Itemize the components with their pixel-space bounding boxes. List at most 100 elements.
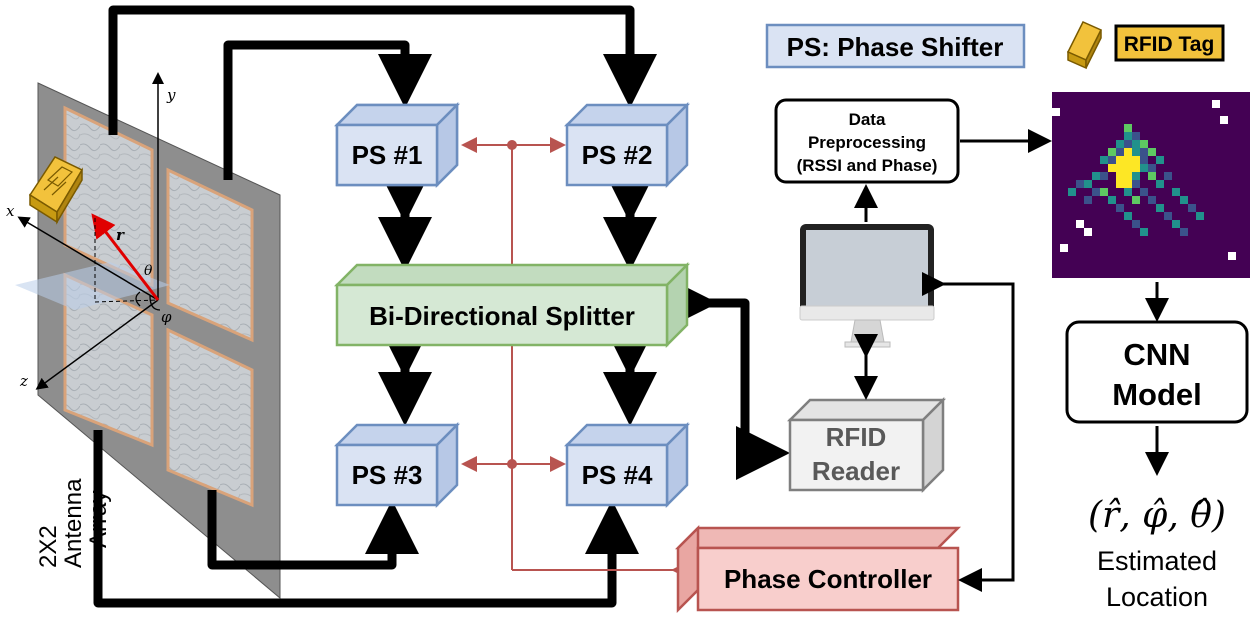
- z-axis-label: z: [19, 372, 28, 390]
- heatmap-cell: [1132, 220, 1140, 228]
- antenna-array: [15, 82, 281, 600]
- heatmap-cell: [1220, 116, 1228, 124]
- heatmap-cell: [1116, 156, 1124, 164]
- feed-lines: [93, 5, 790, 608]
- heatmap-cell: [1084, 180, 1092, 188]
- preprocessing-line1: Data: [849, 110, 886, 129]
- ps-box-4: PS #4: [563, 421, 691, 509]
- ps-1-label: PS #1: [352, 140, 423, 170]
- antenna-array-label-line2: Antenna: [60, 478, 87, 568]
- heatmap-cell: [1052, 108, 1060, 116]
- ps-2-label: PS #2: [582, 140, 653, 170]
- heatmap-cell: [1116, 140, 1124, 148]
- phase-controller-label: Phase Controller: [724, 564, 932, 594]
- heatmap-cell: [1092, 188, 1100, 196]
- ps-legend: PS: Phase Shifter: [765, 23, 1026, 69]
- estimated-location-formula: (r̂, φ̂, θ̂): [1088, 495, 1226, 536]
- cnn-model-box: CNN Model: [1065, 320, 1249, 424]
- cnn-line2: Model: [1112, 377, 1202, 412]
- ps-box-3: PS #3: [333, 421, 461, 509]
- heatmap-cell: [1124, 172, 1132, 180]
- heatmap-cell: [1076, 180, 1084, 188]
- heatmap-cell: [1180, 228, 1188, 236]
- x-axis: [17, 216, 159, 301]
- heatmap-cell: [1156, 180, 1164, 188]
- heatmap-cell: [1132, 148, 1140, 156]
- svg-text:Antenna: Antenna: [60, 478, 87, 568]
- heatmap-cell: [1100, 156, 1108, 164]
- heatmap-cell: [1196, 212, 1204, 220]
- heatmap-cell: [1188, 204, 1196, 212]
- heatmap-cell: [1132, 164, 1140, 172]
- heatmap-cell: [1116, 180, 1124, 188]
- link-controller-monitor: [922, 272, 1015, 592]
- rfid-tag-icon: [28, 156, 84, 225]
- heatmap-cell: [1124, 188, 1132, 196]
- heatmap-cell: [1172, 188, 1180, 196]
- heatmap-cell: [1124, 164, 1132, 172]
- heatmap-cell: [1068, 188, 1076, 196]
- ps-3-label: PS #3: [352, 460, 423, 490]
- coordinate-axes: y x z r θ φ: [6, 72, 176, 390]
- heatmap-cell: [1132, 172, 1140, 180]
- heatmap-cell: [1156, 156, 1164, 164]
- antenna-array-label: 2X2: [35, 525, 62, 568]
- x-axis-label: x: [6, 202, 15, 220]
- antenna-patch-3: [63, 272, 154, 448]
- heatmap-cell: [1124, 180, 1132, 188]
- phi-label: φ: [161, 308, 172, 326]
- heatmap-cell: [1140, 164, 1148, 172]
- feed-line-ps3: [207, 490, 419, 570]
- ps-4-label: PS #4: [582, 460, 653, 490]
- antenna-patch-2: [166, 167, 254, 343]
- rfid-reader-label-line1: RFID: [826, 422, 887, 452]
- heatmap-cell: [1140, 188, 1148, 196]
- heatmap-cell: [1076, 220, 1084, 228]
- heatmap-cell: [1124, 124, 1132, 132]
- rfid-tag-legend: RFID Tag: [1066, 21, 1225, 70]
- heatmap-cell: [1164, 172, 1172, 180]
- r-vector: [91, 213, 160, 301]
- ps-box-2: PS #2: [563, 101, 691, 189]
- heatmap-cell: [1140, 148, 1148, 156]
- heatmap-cell: [1148, 172, 1156, 180]
- heatmap-cell: [1124, 148, 1132, 156]
- splitter-label: Bi-Directional Splitter: [369, 301, 635, 331]
- xz-plane: [15, 262, 170, 310]
- heatmap-cell: [1108, 156, 1116, 164]
- bi-directional-splitter: Bi-Directional Splitter: [333, 261, 691, 349]
- heatmap-cell: [1132, 196, 1140, 204]
- preprocessing-line2: Preprocessing: [808, 133, 926, 152]
- preprocessing-line3: (RSSI and Phase): [797, 156, 938, 175]
- heatmap-cell: [1060, 244, 1068, 252]
- heatmap-cell: [1116, 204, 1124, 212]
- y-axis-label: y: [166, 86, 176, 104]
- heatmap-cell: [1212, 100, 1220, 108]
- control-lines: [461, 137, 687, 578]
- rfid-tag-legend-text: RFID Tag: [1124, 33, 1215, 56]
- heatmap-cell: [1140, 156, 1148, 164]
- estimated-location-line1: Estimated: [1097, 546, 1217, 576]
- heatmap-cell: [1084, 228, 1092, 236]
- theta-label: θ: [144, 263, 153, 279]
- rfid-reader: RFID Reader: [786, 396, 947, 494]
- heatmap-cell: [1116, 164, 1124, 172]
- heatmap-cell: [1164, 212, 1172, 220]
- heatmap-cell: [1140, 228, 1148, 236]
- z-axis: [35, 299, 159, 390]
- data-preprocessing-box: Data Preprocessing (RSSI and Phase): [774, 98, 960, 184]
- heatmap-cell: [1108, 164, 1116, 172]
- heatmap-cell: [1140, 140, 1148, 148]
- rfid-reader-label-line2: Reader: [812, 456, 900, 486]
- heatmap-cell: [1180, 196, 1188, 204]
- heatmap-cell: [1228, 252, 1236, 260]
- r-label: r: [116, 226, 125, 244]
- feed-line-ps2: [108, 5, 657, 135]
- antenna-patch-4: [166, 327, 254, 508]
- heatmap-cell: [1132, 156, 1140, 164]
- rssi-phase-heatmap: [1052, 92, 1250, 278]
- heatmap-cell: [1132, 140, 1140, 148]
- heatmap-cell: [1116, 172, 1124, 180]
- cnn-line1: CNN: [1123, 337, 1190, 372]
